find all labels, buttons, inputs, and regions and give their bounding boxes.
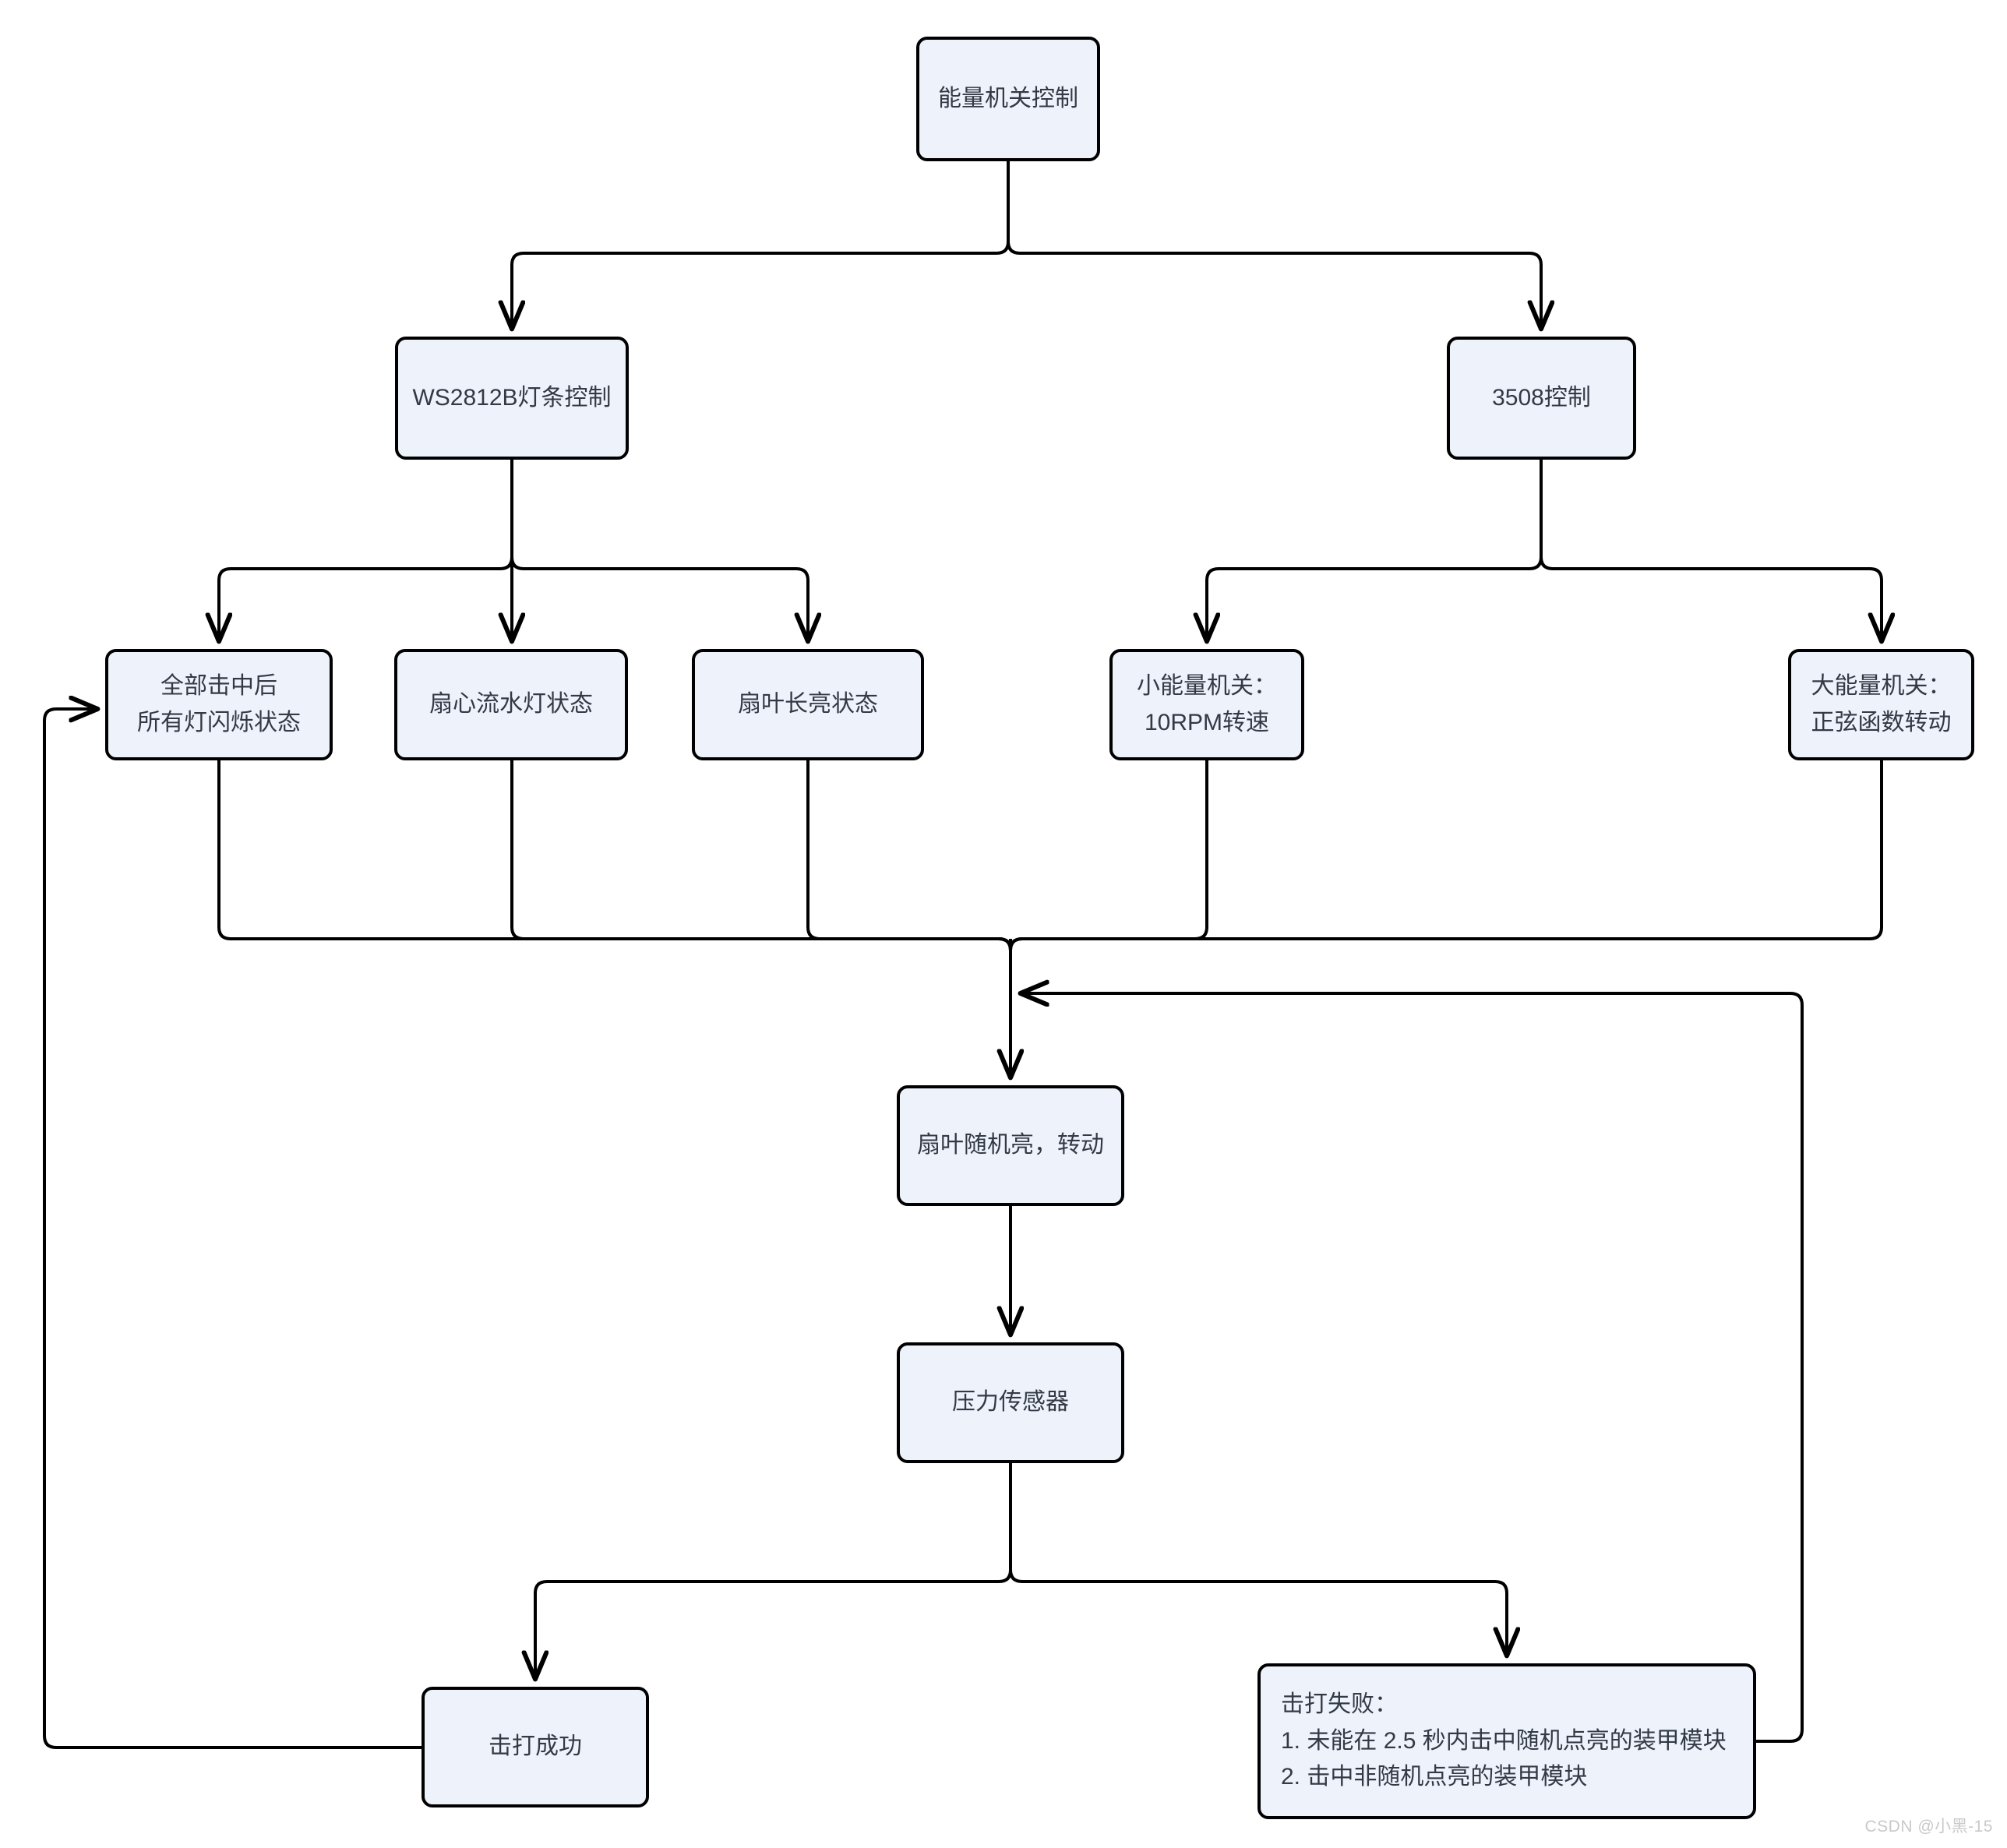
- node-small-rune-label: 小能量机关： 10RPM转速: [1137, 673, 1277, 735]
- watermark: CSDN @小黑-15: [1864, 1818, 1993, 1836]
- edge-fan-blade-to-blade-random: [806, 760, 1012, 982]
- node-blade-random-label: 扇叶随机亮，转动: [917, 1132, 1104, 1159]
- node-root-label: 能量机关控制: [938, 85, 1078, 111]
- node-ws2812b[interactable]: WS2812B灯条控制: [395, 337, 629, 460]
- node-fan-center-flow-label: 扇心流水灯状态: [429, 691, 593, 718]
- node-root[interactable]: 能量机关控制: [916, 37, 1100, 161]
- edge-small-rune-to-blade-random: [1009, 760, 1208, 982]
- node-big-rune[interactable]: 大能量机关： 正弦函数转动: [1788, 649, 1974, 760]
- node-ws2812b-label: WS2812B灯条控制: [412, 384, 612, 411]
- edge-fan-center-to-blade-random: [510, 760, 1012, 982]
- edge-pressure-to-success: [535, 1463, 1012, 1677]
- edge-root-to-ws2812b: [512, 161, 1010, 327]
- node-fan-blade-on-label: 扇叶长亮状态: [738, 691, 878, 718]
- node-hit-fail-label: 击打失败： 1. 未能在 2.5 秒内击中随机点亮的装甲模块 2. 击中非随机点…: [1281, 1691, 1727, 1790]
- edge-root-to-3508: [1007, 161, 1541, 327]
- node-blade-random[interactable]: 扇叶随机亮，转动: [897, 1085, 1124, 1206]
- edge-3508-to-small-rune: [1207, 460, 1543, 640]
- node-small-rune[interactable]: 小能量机关： 10RPM转速: [1109, 649, 1304, 760]
- node-pressure-sensor-label: 压力传感器: [952, 1389, 1069, 1416]
- edge-pressure-to-fail: [1009, 1463, 1507, 1654]
- node-3508-control-label: 3508控制: [1492, 384, 1591, 411]
- node-fan-blade-on[interactable]: 扇叶长亮状态: [692, 649, 924, 760]
- node-big-rune-label: 大能量机关： 正弦函数转动: [1811, 673, 1952, 735]
- node-all-hit-blink-label: 全部击中后 所有灯闪烁状态: [137, 673, 301, 735]
- edge-success-loop-to-all-hit: [43, 709, 422, 1749]
- node-pressure-sensor[interactable]: 压力传感器: [897, 1342, 1124, 1463]
- edge-big-rune-to-blade-random: [1009, 760, 1883, 982]
- edge-all-hit-to-blade-random: [217, 760, 1012, 982]
- edge-ws2812b-to-fan-blade: [510, 460, 808, 640]
- node-hit-fail[interactable]: 击打失败： 1. 未能在 2.5 秒内击中随机点亮的装甲模块 2. 击中非随机点…: [1257, 1663, 1756, 1819]
- node-fan-center-flow[interactable]: 扇心流水灯状态: [394, 649, 628, 760]
- edge-ws2812b-to-all-hit: [219, 460, 513, 640]
- node-hit-success-label: 击打成功: [489, 1733, 582, 1760]
- node-3508-control[interactable]: 3508控制: [1447, 337, 1636, 460]
- node-hit-success[interactable]: 击打成功: [422, 1687, 649, 1807]
- edge-fail-loop-to-blade-random: [1022, 993, 1804, 1743]
- node-all-hit-blink[interactable]: 全部击中后 所有灯闪烁状态: [105, 649, 333, 760]
- edge-3508-to-big-rune: [1540, 460, 1882, 640]
